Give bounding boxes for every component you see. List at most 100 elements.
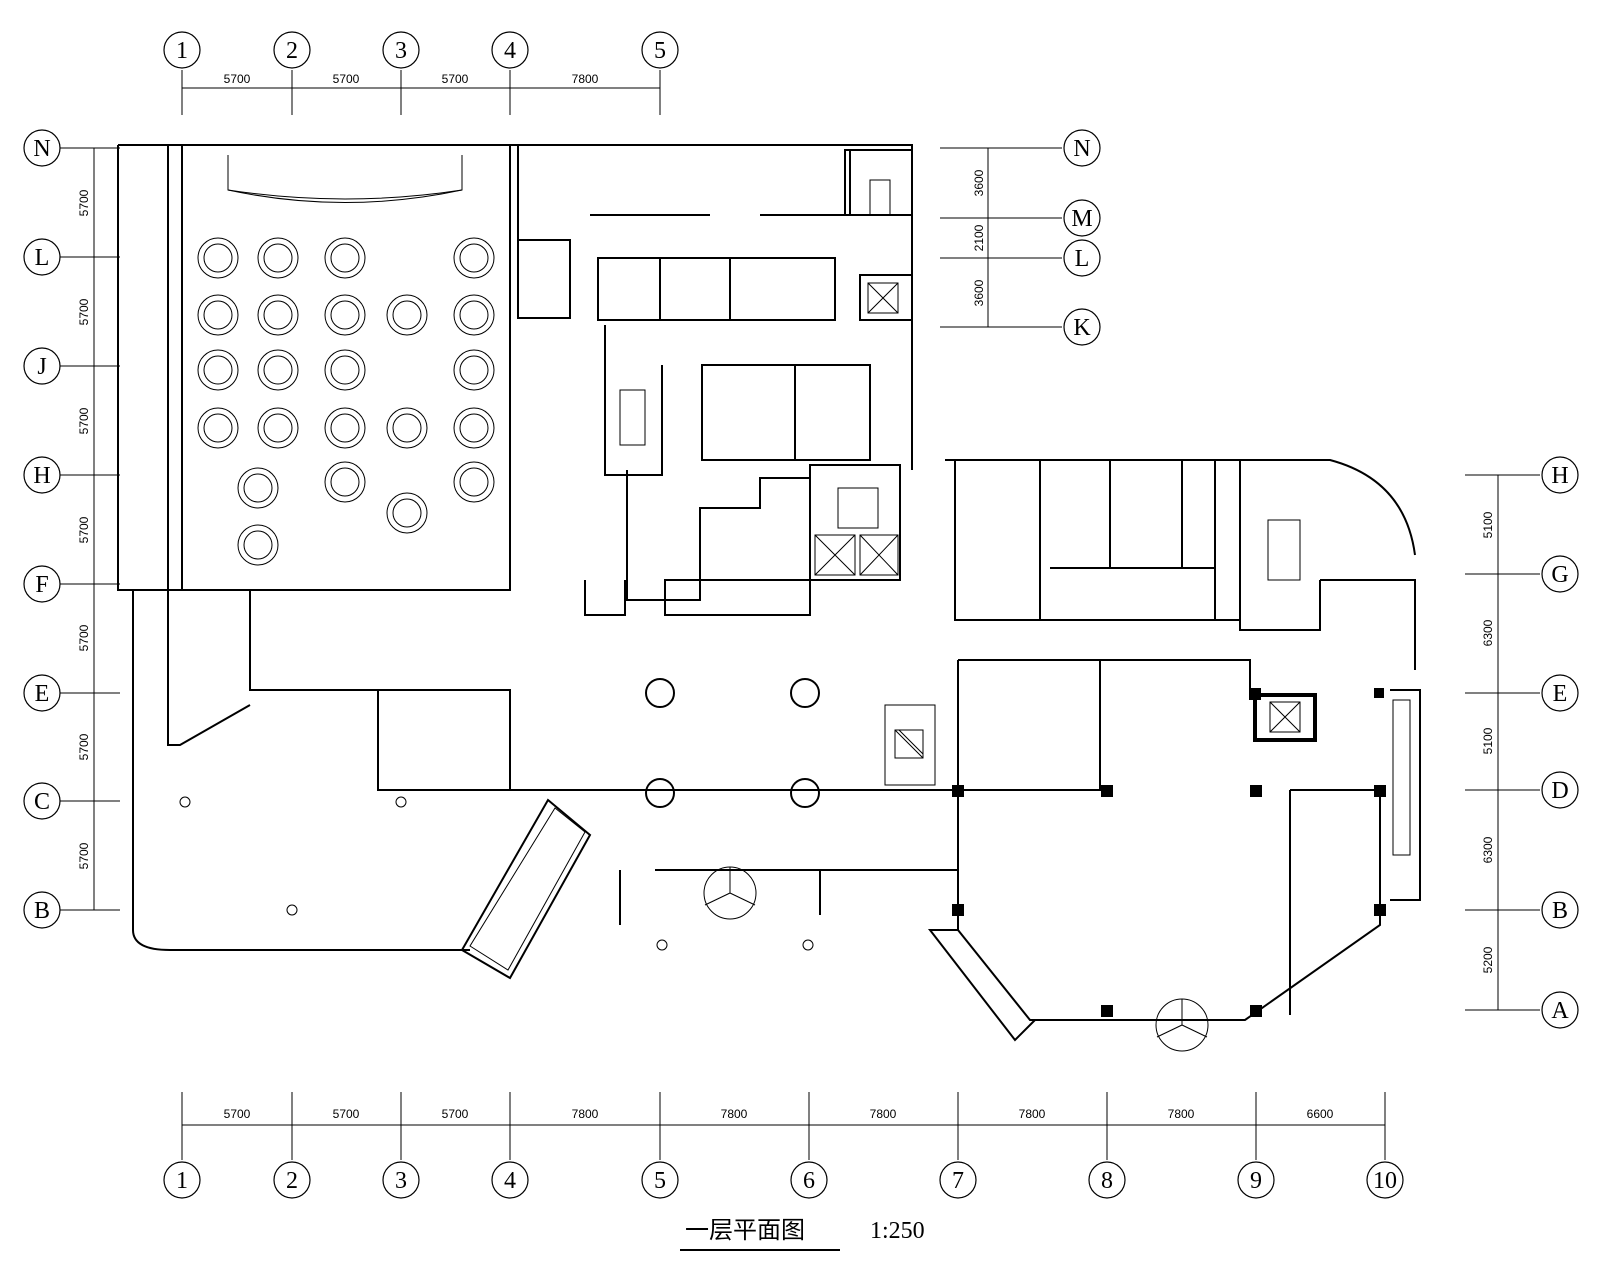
round-table (453, 349, 495, 391)
bottom-axis-grid: 1 2 3 4 5 6 7 8 9 10 5700 5700 5700 7800… (163, 1092, 1404, 1199)
grid-label: 7 (952, 1168, 964, 1194)
dimension-label: 5100 (1481, 727, 1495, 754)
grid-bubble-top-5: 5 (641, 31, 679, 69)
grid-bubble-left-N: N (23, 129, 61, 167)
dimension-label: 5700 (77, 298, 91, 325)
grid-label: 4 (504, 38, 516, 64)
grid-bubble-right-A: A (1541, 991, 1579, 1029)
grid-label: K (1073, 315, 1091, 341)
round-table (453, 294, 495, 336)
grid-label: 6 (803, 1168, 815, 1194)
grid-bubble-right-D: D (1541, 771, 1579, 809)
grid-label: F (35, 572, 48, 598)
dimension-label: 7800 (1168, 1107, 1195, 1121)
grid-label: 1 (176, 1168, 188, 1194)
grid-bubble-right-K: K (1063, 308, 1101, 346)
round-table (197, 237, 239, 279)
dimension-label: 7800 (572, 72, 599, 86)
dimension-label: 6300 (1481, 836, 1495, 863)
dimension-label: 5700 (442, 1107, 469, 1121)
grid-bubble-bottom-2: 2 (273, 1161, 311, 1199)
dimension-label: 5700 (77, 624, 91, 651)
bottom-axis-ticks (181, 1092, 1386, 1160)
grid-bubble-right-N: N (1063, 129, 1101, 167)
grid-label: 2 (286, 1168, 298, 1194)
grid-bubble-left-H: H (23, 456, 61, 494)
dimension-label: 5700 (442, 72, 469, 86)
round-table (453, 237, 495, 279)
entrance-revolving-doors (703, 866, 1209, 1052)
grid-bubble-bottom-9: 9 (1237, 1161, 1275, 1199)
round-table (386, 492, 428, 534)
grid-label: 5 (654, 38, 666, 64)
grid-label: L (1075, 246, 1090, 272)
grid-label: A (1551, 998, 1569, 1024)
round-table (197, 407, 239, 449)
grid-label: N (1073, 136, 1090, 162)
left-axis-ticks (60, 147, 120, 911)
grid-bubble-bottom-6: 6 (790, 1161, 828, 1199)
lobby-sofa-set (884, 704, 936, 786)
grid-label: 3 (395, 1168, 407, 1194)
round-table (324, 407, 366, 449)
grid-bubble-bottom-7: 7 (939, 1161, 977, 1199)
structural-columns (952, 688, 1386, 1017)
banquet-tables (197, 237, 495, 566)
dimension-label: 7800 (721, 1107, 748, 1121)
grid-bubble-bottom-5: 5 (641, 1161, 679, 1199)
grid-label: G (1551, 562, 1568, 588)
round-table (257, 294, 299, 336)
lobby-columns (179, 678, 820, 951)
drawing-title: 一层平面图 (685, 1216, 805, 1244)
grid-bubble-left-F: F (23, 565, 61, 603)
grid-bubble-right-M: M (1063, 199, 1101, 237)
dimension-label: 7800 (572, 1107, 599, 1121)
grid-bubble-bottom-3: 3 (382, 1161, 420, 1199)
dimension-label: 5700 (333, 1107, 360, 1121)
dimension-label: 5700 (77, 842, 91, 869)
dimension-label: 5700 (224, 72, 251, 86)
round-table (257, 407, 299, 449)
grid-label: B (1552, 898, 1568, 924)
grid-bubble-bottom-8: 8 (1088, 1161, 1126, 1199)
drawing-scale: 1:250 (870, 1218, 925, 1244)
dimension-label: 5700 (77, 407, 91, 434)
grid-label: 5 (654, 1168, 666, 1194)
grid-label: L (35, 245, 50, 271)
grid-label: E (1553, 681, 1568, 707)
building-walls (117, 144, 1421, 1042)
grid-bubble-top-1: 1 (163, 31, 201, 69)
grid-label: B (34, 898, 50, 924)
dimension-label: 7800 (870, 1107, 897, 1121)
right-upper-axis-ticks (940, 147, 1062, 328)
grid-label: C (34, 789, 50, 815)
grid-label: 2 (286, 38, 298, 64)
grid-bubble-bottom-4: 4 (491, 1161, 529, 1199)
dimension-label: 5700 (77, 516, 91, 543)
grid-bubble-right-G: G (1541, 555, 1579, 593)
grid-label: E (35, 681, 50, 707)
grid-label: 10 (1373, 1168, 1397, 1194)
round-table (324, 461, 366, 503)
dimension-label: 6300 (1481, 619, 1495, 646)
grid-label: D (1551, 778, 1568, 804)
grid-label: 3 (395, 38, 407, 64)
dimension-label: 5200 (1481, 946, 1495, 973)
dimension-label: 3600 (972, 169, 986, 196)
left-axis-grid: N L J H F E C B 5700 5700 5700 5700 5700… (23, 129, 120, 929)
grid-label: M (1071, 206, 1092, 232)
grid-bubble-left-J: J (23, 347, 61, 385)
round-table (197, 349, 239, 391)
dimension-label: 7800 (1019, 1107, 1046, 1121)
grid-bubble-right-L: L (1063, 239, 1101, 277)
grid-label: H (1551, 463, 1568, 489)
dimension-label: 6600 (1307, 1107, 1334, 1121)
round-table (197, 294, 239, 336)
round-table (324, 237, 366, 279)
round-table (257, 349, 299, 391)
right-lower-axis-ticks (1465, 474, 1540, 1011)
round-table (237, 524, 279, 566)
round-table (453, 461, 495, 503)
round-table (453, 407, 495, 449)
